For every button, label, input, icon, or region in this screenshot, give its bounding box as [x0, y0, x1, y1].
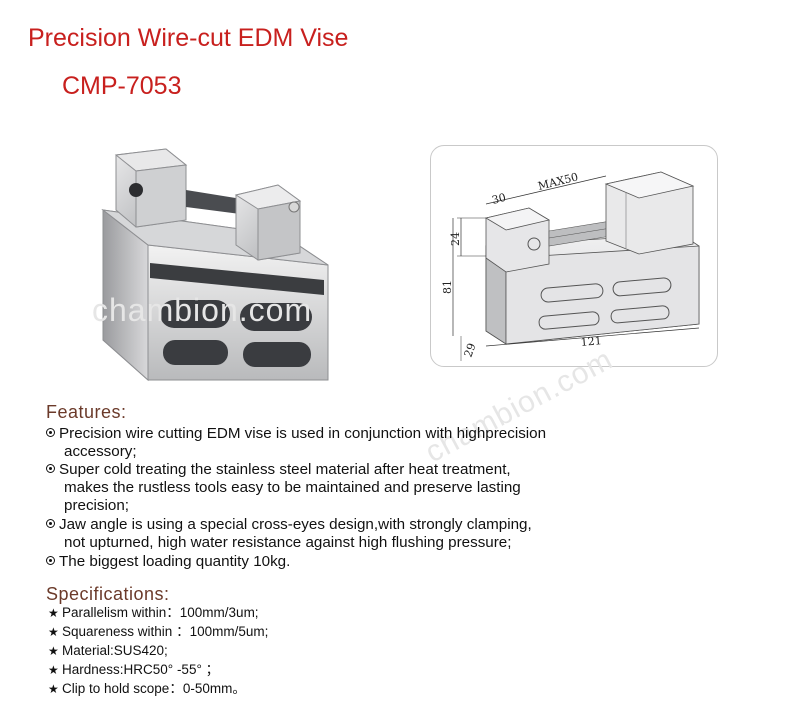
- feature-item-3: Jaw angle is using a special cross-eyes …: [46, 516, 532, 552]
- dim-max50: MAX50: [537, 170, 580, 193]
- specifications-heading: Specifications:: [46, 584, 170, 604]
- star-icon: ★: [48, 663, 59, 677]
- technical-drawing-frame: 30 MAX50 24 81 29 121: [430, 145, 718, 367]
- model-number: CMP-7053: [62, 72, 182, 100]
- feature-item-2: Super cold treating the stainless steel …: [46, 461, 521, 515]
- watermark-text: chambion.com: [92, 292, 313, 328]
- star-icon: ★: [48, 682, 59, 696]
- circle-dot-icon: [46, 556, 55, 565]
- dim-29: 29: [462, 341, 479, 359]
- circle-dot-icon: [46, 428, 55, 437]
- technical-drawing: 30 MAX50 24 81 29 121: [441, 170, 700, 361]
- circle-dot-icon: [46, 464, 55, 473]
- dim-81: 81: [441, 280, 454, 294]
- dim-24: 24: [449, 232, 462, 246]
- dim-121: 121: [580, 334, 602, 349]
- spec-item-hardness: ★Hardness:HRC50° -55° ；: [48, 662, 220, 677]
- vise-photo: [101, 148, 329, 382]
- star-icon: ★: [48, 625, 59, 639]
- spec-item-squareness: ★Squareness within ：100mm/5um;: [48, 624, 269, 639]
- star-icon: ★: [48, 644, 59, 658]
- spec-item-clip-scope: ★Clip to hold scope：0-50mm。: [48, 681, 246, 696]
- feature-item-1: Precision wire cutting EDM vise is used …: [46, 425, 546, 461]
- dim-30: 30: [491, 191, 508, 207]
- spec-item-material: ★Material:SUS420;: [48, 643, 168, 658]
- feature-item-4: The biggest loading quantity 10kg.: [46, 553, 290, 571]
- features-heading: Features:: [46, 402, 127, 422]
- circle-dot-icon: [46, 519, 55, 528]
- page-title: Precision Wire-cut EDM Vise: [28, 24, 349, 52]
- star-icon: ★: [48, 606, 59, 620]
- spec-item-parallelism: ★Parallelism within：100mm/3um;: [48, 605, 259, 620]
